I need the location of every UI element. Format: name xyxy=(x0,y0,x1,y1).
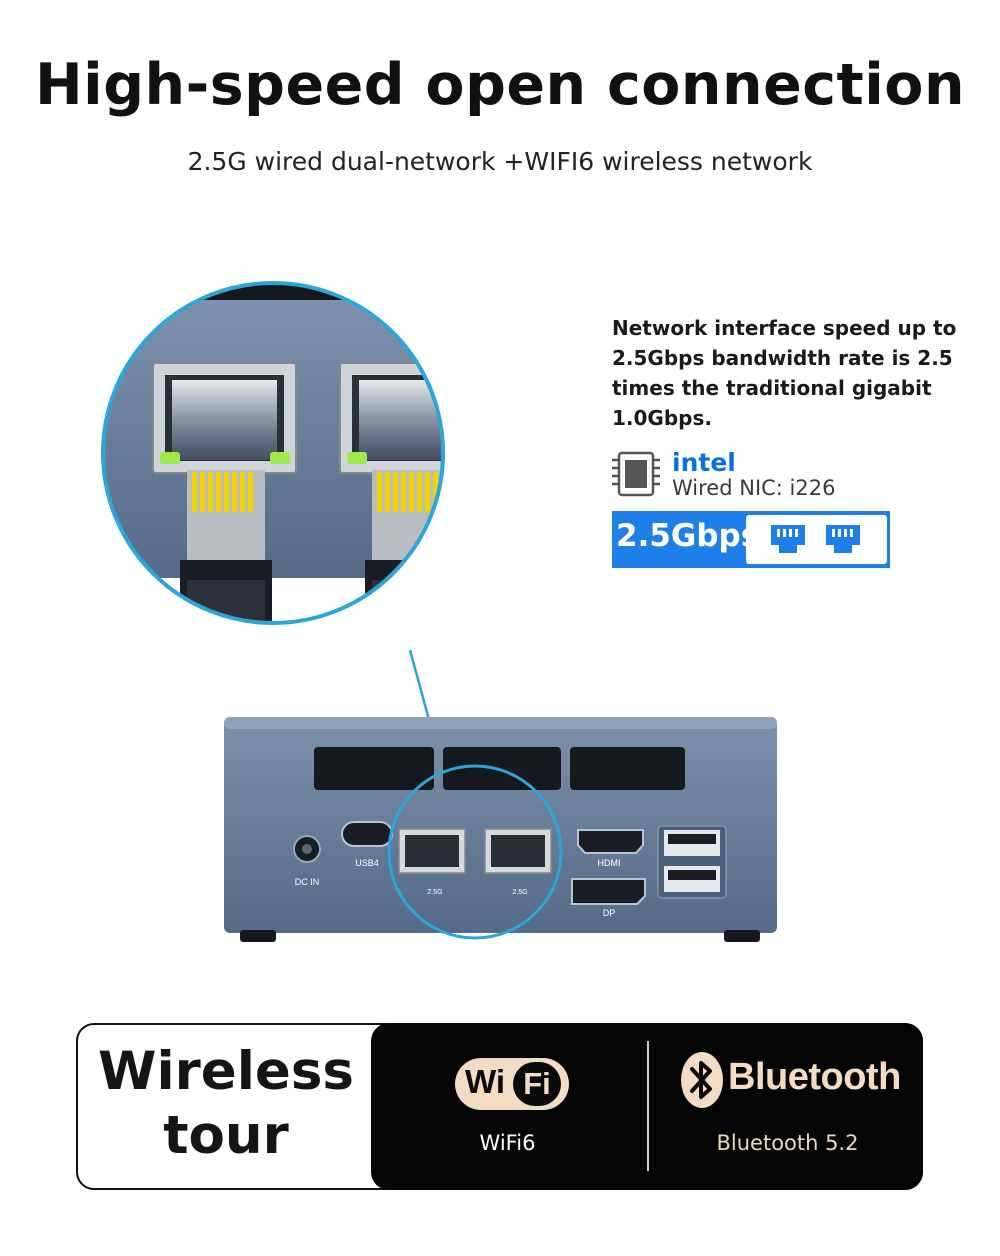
zoom-target-circle xyxy=(387,764,563,940)
wifi-logo-wi: Wi xyxy=(465,1063,506,1100)
dp-label: DP xyxy=(602,908,616,918)
bluetooth-icon xyxy=(681,1052,723,1108)
spec-line: Network interface speed up to xyxy=(612,316,957,340)
spec-line: times the traditional gigabit xyxy=(612,376,932,400)
ethernet-port-icon xyxy=(771,525,805,553)
dc-in-label: DC IN xyxy=(294,877,320,887)
wireless-title-line: tour xyxy=(163,1105,289,1166)
nic-model: Wired NIC: i226 xyxy=(672,476,836,500)
wifi-logo: Wi Fi xyxy=(455,1058,569,1110)
speed-label: 2.5Gbps xyxy=(616,518,760,554)
mini-pc xyxy=(224,717,777,942)
wireless-title: Wireless tour xyxy=(76,1040,376,1168)
bluetooth-wordmark: Bluetooth xyxy=(728,1056,901,1098)
ethernet-port-icon xyxy=(826,525,860,553)
lan-1-speed-label: 2.5G xyxy=(427,889,443,896)
product-illustration xyxy=(101,281,777,942)
spec-line: 1.0Gbps. xyxy=(612,406,712,430)
spec-line: 2.5Gbps bandwidth rate is 2.5 xyxy=(612,346,953,370)
chip-icon xyxy=(612,451,660,497)
page-subtitle: 2.5G wired dual-network +WIFI6 wireless … xyxy=(187,147,813,176)
ethernet-ports-box xyxy=(746,515,887,564)
intel-logo: intel xyxy=(672,448,736,477)
bluetooth-caption: Bluetooth 5.2 xyxy=(716,1131,859,1155)
wifi-caption: WiFi6 xyxy=(479,1131,536,1155)
wireless-title-line: Wireless xyxy=(98,1041,354,1102)
network-spec-description: Network interface speed up to 2.5Gbps ba… xyxy=(612,313,972,433)
hdmi-label: HDMI xyxy=(597,858,621,868)
page-title: High-speed open connection xyxy=(34,52,966,118)
usb4-label: USB4 xyxy=(355,858,379,868)
lan-2-speed-label: 2.5G xyxy=(512,889,528,896)
wifi-logo-fi: Fi xyxy=(513,1062,561,1106)
feature-divider xyxy=(647,1041,649,1171)
